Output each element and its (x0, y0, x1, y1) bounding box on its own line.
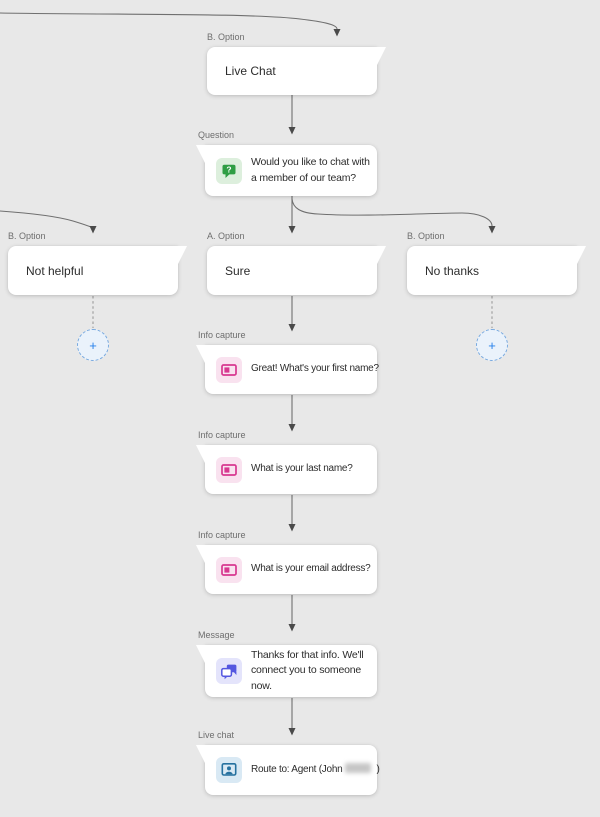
connector-into-not-helpful (0, 210, 94, 229)
node-not-helpful-option: B. Option Not helpful (8, 231, 187, 295)
info-capture-icon (216, 456, 242, 483)
arrowhead (288, 127, 296, 135)
card-tail (196, 745, 205, 763)
card-live-chat-option[interactable]: Live Chat (207, 47, 386, 95)
node-last-name-capture: Info capture What is your last name? (196, 431, 377, 494)
node-text: Would you like to chat with a member of … (251, 156, 370, 184)
arrowhead (288, 524, 296, 532)
node-no-thanks-option: B. Option No thanks (407, 231, 586, 295)
info-capture-icon (216, 356, 242, 383)
node-route-live-chat: Live chat Route to: Agent (John) (196, 731, 380, 795)
node-text: Not helpful (26, 263, 84, 278)
card-tail (196, 445, 205, 463)
node-type-label: Message (198, 630, 235, 640)
arrowhead (333, 29, 341, 37)
plus-icon: + (488, 337, 496, 353)
info-capture-icon (216, 556, 242, 583)
node-text: Route to: Agent (John) (251, 762, 380, 778)
card-email-capture[interactable]: What is your email address? (196, 545, 377, 594)
plus-icon: + (89, 337, 97, 353)
node-sure-option: A. Option Sure (207, 231, 386, 295)
redacted-agent-name (345, 762, 372, 773)
question-bubble-icon: ? (216, 157, 242, 184)
card-first-name-capture[interactable]: Great! What's your first name? (196, 345, 379, 394)
arrowhead (288, 324, 296, 332)
arrowhead (288, 226, 296, 234)
node-type-label: Question (198, 130, 235, 140)
card-last-name-capture[interactable]: What is your last name? (196, 445, 377, 494)
node-text: No thanks (425, 263, 480, 278)
route-text-prefix: Route to: Agent (John (251, 763, 343, 775)
connector-into-live-chat (0, 12, 338, 30)
node-first-name-capture: Info capture Great! What's your first na… (196, 331, 379, 394)
node-live-chat-option: B. Option Live Chat (207, 32, 386, 95)
node-text: Great! What's your first name? (251, 363, 379, 375)
route-text-suffix: ) (376, 763, 380, 775)
node-question: Question ? Would you like to chat with a… (196, 131, 377, 196)
node-type-label: Info capture (198, 330, 246, 340)
node-type-label: Info capture (198, 430, 246, 440)
node-type-label: B. Option (407, 231, 445, 241)
card-tail (377, 246, 386, 264)
card-tail (196, 645, 205, 663)
node-text: What is your email address? (251, 563, 371, 575)
node-text: Live Chat (225, 64, 276, 78)
node-type-label: Live chat (198, 730, 235, 740)
svg-text:?: ? (226, 164, 231, 174)
node-text: Sure (225, 263, 251, 278)
node-email-capture: Info capture What is your email address? (196, 531, 377, 594)
node-type-label: A. Option (207, 231, 245, 241)
connector-question-to-no-thanks (291, 198, 493, 227)
card-no-thanks-option[interactable]: No thanks (407, 246, 586, 295)
card-tail (196, 345, 205, 363)
node-type-label: Info capture (198, 530, 246, 540)
card-not-helpful-option[interactable]: Not helpful (8, 246, 187, 295)
live-chat-icon (216, 757, 242, 783)
node-text: What is your last name? (251, 463, 353, 475)
node-message: Message Thanks for that info. We'll conn… (196, 631, 377, 697)
arrowhead (288, 728, 296, 736)
card-tail (577, 246, 586, 264)
card-route-live-chat[interactable]: Route to: Agent (John) (196, 745, 380, 795)
card-question[interactable]: ? Would you like to chat with a member o… (196, 145, 377, 196)
card-message[interactable]: Thanks for that info. We'll connect you … (196, 645, 377, 697)
node-type-label: B. Option (8, 231, 46, 241)
card-tail (196, 145, 205, 163)
card-tail (178, 246, 187, 264)
card-sure-option[interactable]: Sure (207, 246, 386, 295)
node-type-label: B. Option (207, 32, 245, 42)
arrowhead (89, 226, 97, 234)
card-tail (377, 47, 386, 65)
arrowhead (288, 424, 296, 432)
arrowhead (488, 226, 496, 234)
node-text: Thanks for that info. We'll connect you … (251, 649, 364, 692)
arrowhead (288, 624, 296, 632)
message-icon (216, 658, 242, 684)
card-tail (196, 545, 205, 563)
add-node-button[interactable]: + (77, 329, 109, 361)
add-node-button[interactable]: + (476, 329, 508, 361)
